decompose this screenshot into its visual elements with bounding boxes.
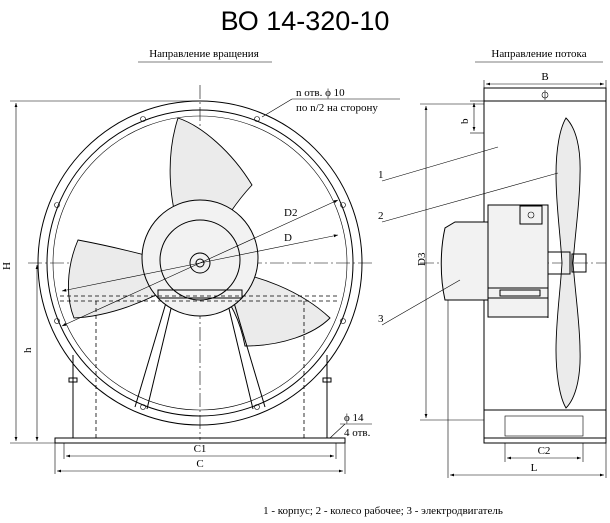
C1-dimension-label: C1 <box>194 443 207 455</box>
side-shaft-nut <box>571 253 587 273</box>
side-terminal-mark <box>527 211 535 219</box>
flange-hole <box>140 116 146 122</box>
motor-strut <box>225 295 254 410</box>
flange-hole <box>340 318 346 324</box>
foot-hole-count: 4 отв. <box>344 427 371 439</box>
flange-hole <box>254 116 260 122</box>
flow-direction-label: Направление потока <box>491 48 586 60</box>
d-dimension-line <box>199 234 339 264</box>
foot-hole-leader <box>329 423 346 439</box>
flange-hole <box>54 202 60 208</box>
h-dimension-label: h <box>22 347 34 353</box>
motor-housing-front <box>141 199 259 317</box>
d2-dimension-label: D2 <box>284 207 297 219</box>
callout-1: 1 <box>378 169 384 181</box>
side-motor-endcap <box>440 221 489 301</box>
flange-holes <box>54 116 346 410</box>
callout-2-leader <box>381 172 559 223</box>
side-motor-shaft <box>547 251 571 275</box>
holes-callout-line1: n отв. ϕ 10 <box>296 87 345 99</box>
base-plate-front <box>54 437 346 444</box>
side-terminal-box <box>519 205 543 225</box>
side-base-plate <box>483 437 607 444</box>
callout-3-leader <box>381 279 461 326</box>
callout-1-leader <box>381 146 499 182</box>
d-dimension-line <box>61 262 201 292</box>
side-motor-base <box>487 287 549 299</box>
side-impeller-profile <box>555 117 581 409</box>
front-view: D2 D n отв. ϕ 10 по n/2 на сторону ϕ 14 … <box>1 85 400 474</box>
holes-callout-line2: по n/2 на сторону <box>296 102 378 114</box>
C2-dimension-label: C2 <box>538 445 551 457</box>
B-dimension-label: B <box>541 71 548 83</box>
callout-3: 3 <box>378 313 384 325</box>
side-view: 1 2 3 B b D3 C2 L <box>378 71 607 478</box>
side-motor-body <box>487 204 549 318</box>
housing-inner-ring <box>52 115 348 411</box>
stand-bolt <box>322 377 332 383</box>
motor-strut <box>231 295 266 408</box>
side-base-slot <box>504 415 584 437</box>
callout-2: 2 <box>378 210 384 222</box>
C-dimension-label: C <box>196 458 203 470</box>
parts-caption: 1 - корпус; 2 - колесо рабочее; 3 - элек… <box>263 505 503 517</box>
flange-hole <box>254 404 260 410</box>
d2-dimension-line <box>199 199 339 264</box>
motor-base-plate <box>157 289 243 299</box>
motor-strut <box>134 295 169 408</box>
housing-flange-ring <box>46 109 354 417</box>
drawing-title: ВО 14-320-10 <box>221 6 390 36</box>
rotation-direction-label: Направление вращения <box>149 48 259 60</box>
H-dimension-label: H <box>1 262 13 270</box>
stand-bolt <box>68 377 78 383</box>
side-motor-foot-bolt <box>499 289 541 297</box>
side-top-flange <box>483 87 607 102</box>
L-dimension-label: L <box>531 462 538 474</box>
motor-struts <box>134 295 266 410</box>
motor-strut <box>146 295 175 410</box>
flange-hole <box>340 202 346 208</box>
flange-hole <box>54 318 60 324</box>
hub-ring <box>189 252 211 274</box>
foot-hole-diameter: ϕ 14 <box>344 412 364 424</box>
d-dimension-label: D <box>284 232 292 244</box>
d2-dimension-line <box>61 262 201 327</box>
D3-dimension-label: D3 <box>416 252 428 266</box>
flange-hole <box>140 404 146 410</box>
small-b-dimension-label: b <box>459 118 471 124</box>
holes-leader <box>261 98 293 118</box>
motor-flange-front <box>159 219 241 301</box>
hub-center <box>195 258 205 268</box>
